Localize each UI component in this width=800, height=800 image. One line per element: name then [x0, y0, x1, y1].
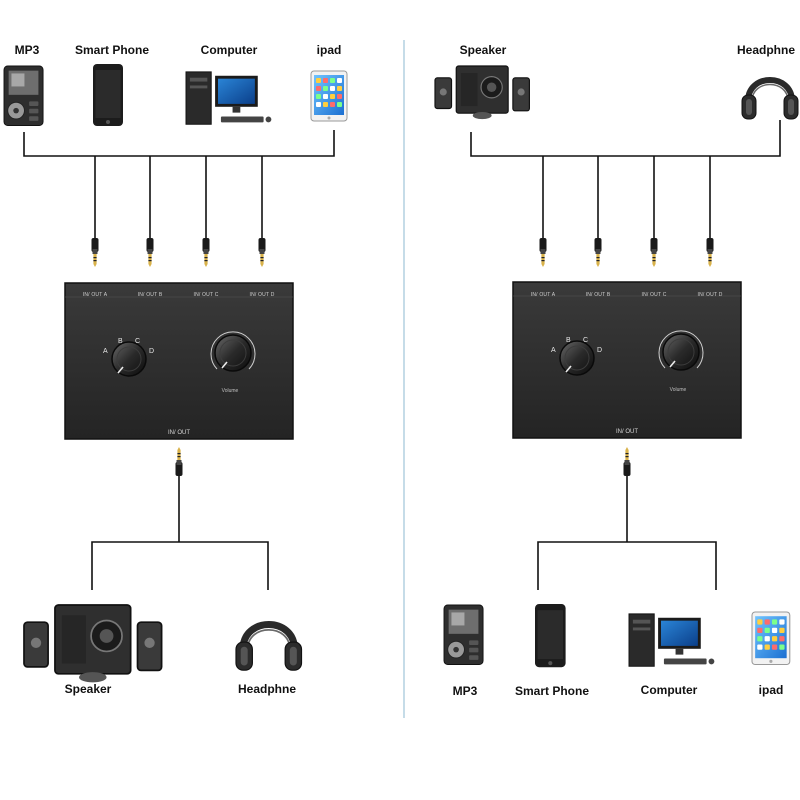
right-volume-label: Volume	[669, 387, 687, 393]
right-output-label-computer: Computer	[640, 683, 698, 697]
right-selector-knob	[559, 340, 595, 376]
tablet-icon	[751, 611, 791, 666]
left-port-b: IN/ OUT B	[137, 292, 163, 298]
speaker-system-icon	[434, 65, 530, 120]
right-selector-letter-c: C	[583, 337, 589, 344]
left-input-label-computer: Computer	[200, 43, 258, 57]
right-port-a: IN/ OUT A	[530, 292, 556, 298]
left-port-d: IN/ OUT D	[249, 292, 275, 298]
left-input-label-smartphone: Smart Phone	[74, 43, 150, 57]
left-volume-knob	[210, 331, 256, 372]
left-selector-letter-b: B	[118, 338, 123, 345]
cable-wire	[23, 130, 335, 157]
right-output-label-ipad: ipad	[758, 683, 784, 697]
audio-jack-plug-icon	[594, 238, 602, 267]
right-port-d: IN/ OUT D	[697, 292, 723, 298]
mp3-player-icon	[443, 604, 484, 665]
right-panel	[434, 65, 799, 668]
left-port-c: IN/ OUT C	[193, 292, 219, 298]
right-output-label-smartphone: Smart Phone	[514, 684, 590, 698]
right-common-port-label: IN/ OUT	[616, 429, 638, 435]
audio-jack-plug-icon	[650, 238, 658, 267]
left-output-label-speaker: Speaker	[64, 682, 112, 696]
cable-wire	[470, 120, 781, 157]
left-input-label-mp3: MP3	[14, 43, 40, 57]
smartphone-icon	[535, 604, 566, 668]
right-selector-letter-b: B	[566, 337, 571, 344]
tablet-icon	[310, 70, 348, 122]
right-port-b: IN/ OUT B	[585, 292, 611, 298]
right-output-label-mp3: MP3	[452, 684, 478, 698]
left-common-port-label: IN/ OUT	[168, 430, 190, 436]
right-volume-knob	[658, 330, 704, 371]
headphones-icon	[235, 621, 303, 671]
left-selector-letter-c: C	[135, 338, 141, 345]
desktop-computer-icon	[185, 71, 272, 125]
desktop-computer-icon	[628, 613, 715, 667]
left-output-label-headphone: Headphne	[237, 682, 297, 696]
left-audio-switch-box	[64, 282, 294, 440]
left-input-label-ipad: ipad	[316, 43, 342, 57]
audio-jack-plug-icon	[706, 238, 714, 267]
mp3-player-icon	[3, 65, 44, 126]
left-selector-letter-d: D	[149, 348, 155, 355]
cable-wire	[537, 541, 717, 590]
audio-jack-plug-icon	[146, 238, 154, 267]
right-selector-letter-d: D	[597, 347, 603, 354]
audio-jack-plug-icon	[91, 238, 99, 267]
audio-jack-plug-icon	[202, 238, 210, 267]
cable-wire	[91, 541, 269, 590]
smartphone-icon	[93, 64, 123, 126]
left-selector-letter-a: A	[103, 348, 108, 355]
left-volume-label: Volume	[221, 388, 239, 394]
right-input-label-speaker: Speaker	[459, 43, 507, 57]
audio-jack-plug-icon	[623, 447, 631, 476]
audio-jack-plug-icon	[175, 447, 183, 476]
left-panel	[3, 64, 348, 683]
right-port-c: IN/ OUT C	[641, 292, 667, 298]
right-input-label-headphone: Headphne	[736, 43, 796, 57]
right-selector-letter-a: A	[551, 347, 556, 354]
audio-jack-plug-icon	[539, 238, 547, 267]
right-audio-switch-box	[512, 281, 742, 439]
left-port-a: IN/ OUT A	[82, 292, 108, 298]
left-selector-knob	[111, 341, 147, 377]
headphones-icon	[741, 77, 799, 120]
audio-jack-plug-icon	[258, 238, 266, 267]
speaker-system-icon	[23, 604, 163, 683]
